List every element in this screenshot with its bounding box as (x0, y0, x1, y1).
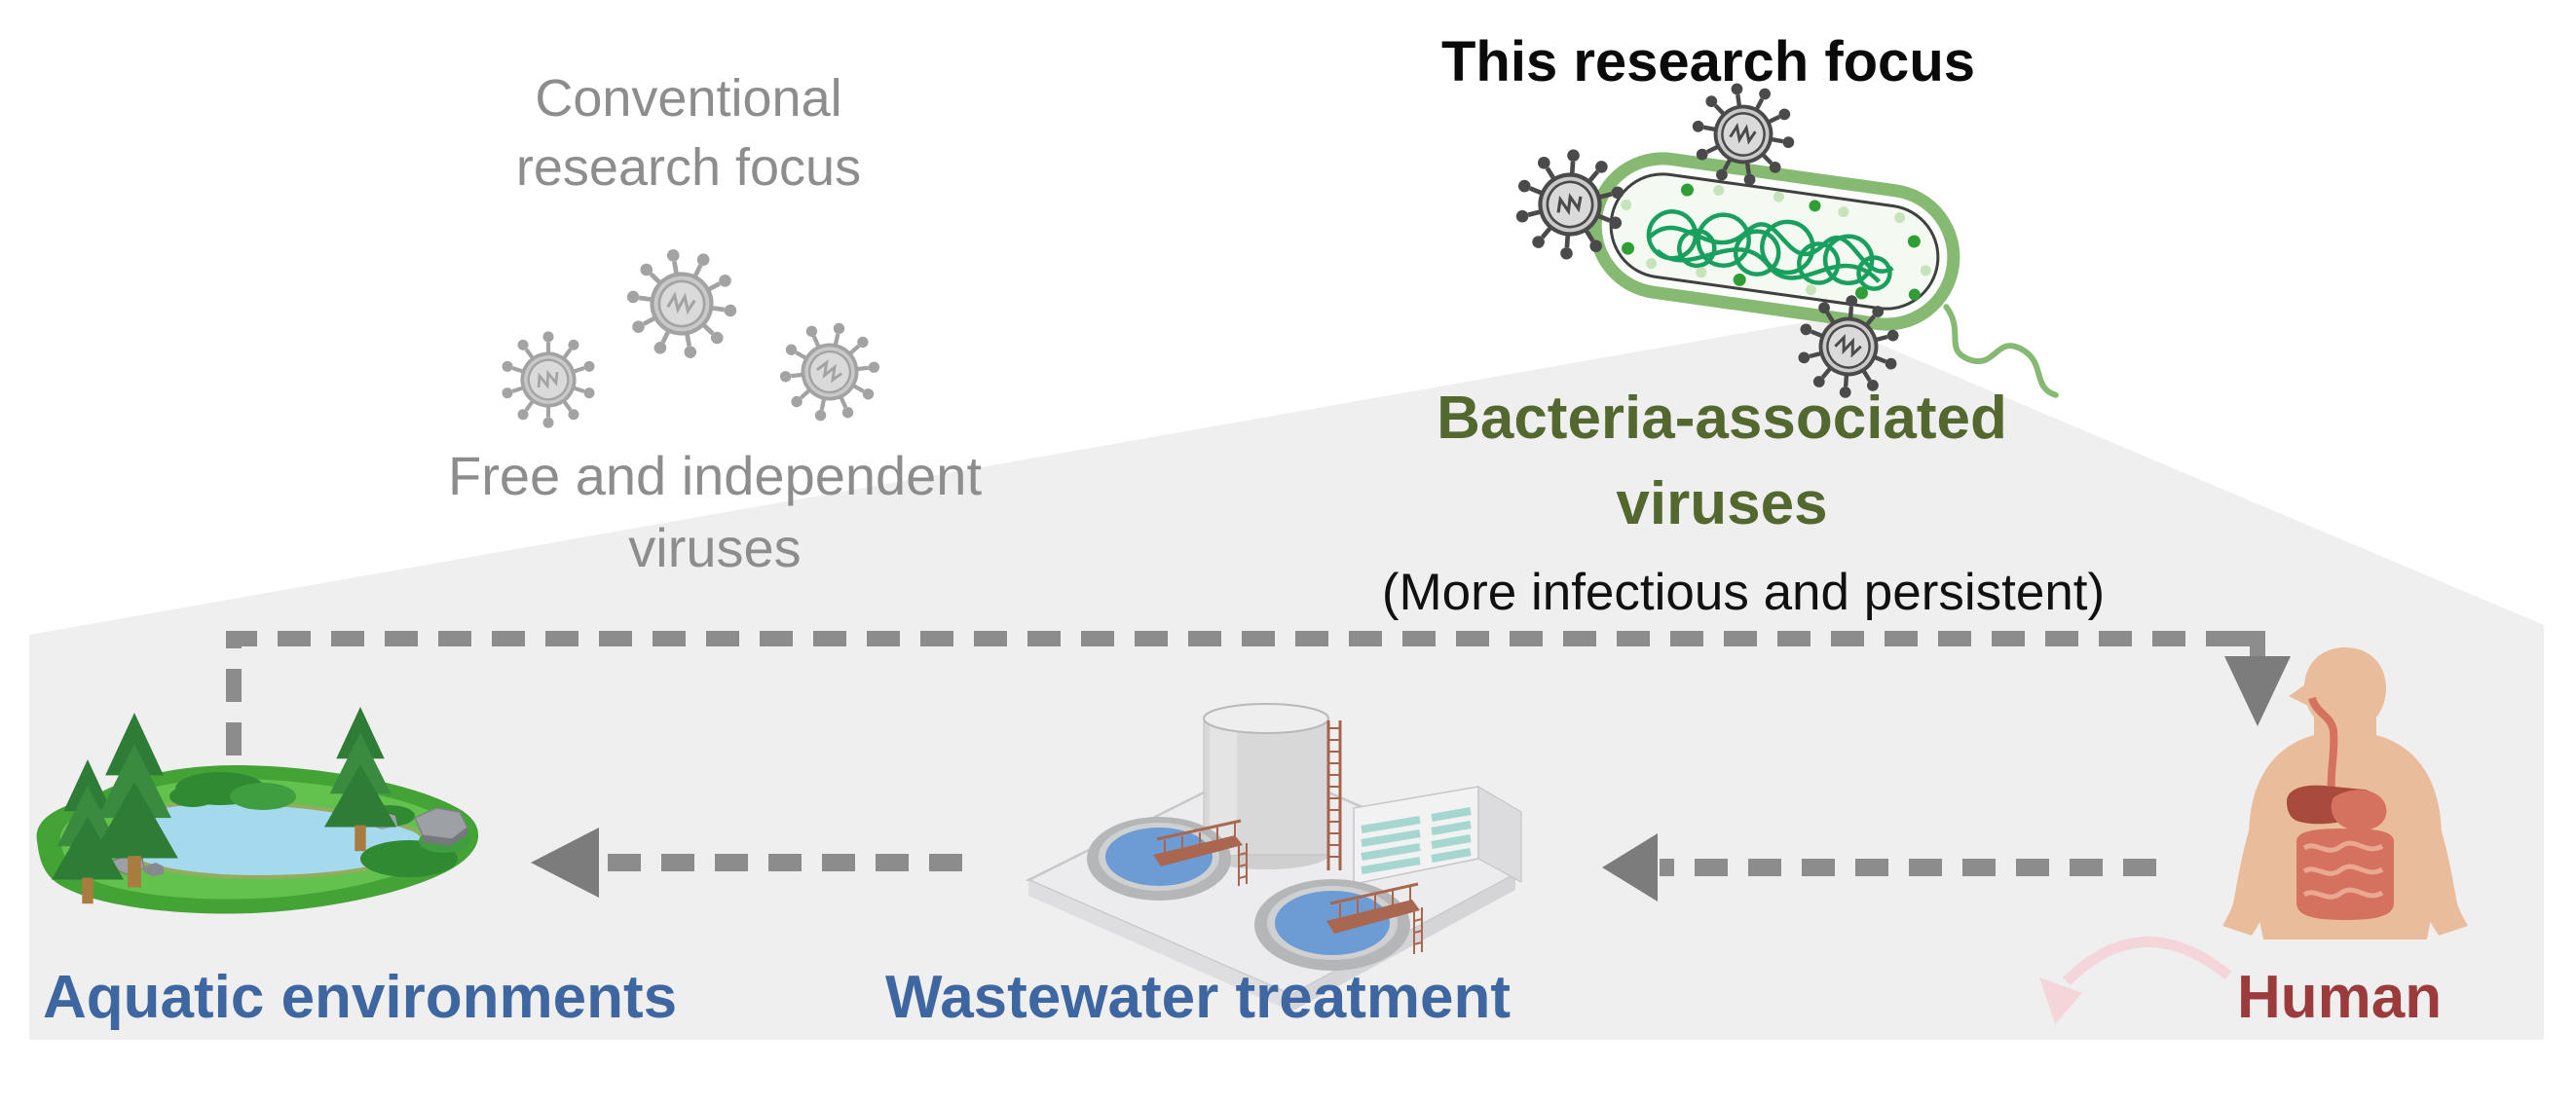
bacteria-note-label: (More infectious and persistent) (1381, 564, 2106, 621)
bacteria-associated-viruses-caption: Bacteria-associated viruses (1437, 385, 2007, 538)
clarifier-tank (1254, 879, 1423, 971)
this-research-focus-label: This research focus (1441, 30, 1975, 93)
ribosome-dots (1622, 183, 1921, 301)
plant-building (1352, 786, 1523, 885)
clarifier-tank (1087, 817, 1248, 901)
dashed-left-arrow (1602, 833, 2156, 902)
digestive-system (2287, 696, 2394, 920)
virus-particle-icon (619, 242, 744, 365)
virus-particle-icon (762, 305, 897, 440)
aquatic-environments-label: Aquatic environments (43, 964, 678, 1031)
ladder (1326, 720, 1342, 870)
free-viruses-caption: Free and independent viruses (448, 445, 982, 578)
human-body-icon (2222, 647, 2468, 939)
bacterium-cell-icon (1588, 152, 2059, 398)
dashed-route-arrow (226, 631, 2265, 755)
human-label: Human (2237, 964, 2443, 1031)
dashed-left-arrow (531, 828, 962, 898)
pond-icon (36, 707, 479, 914)
wastewater-plant-icon (1026, 703, 1523, 1012)
building-windows (1361, 807, 1472, 874)
flagellum (1943, 304, 2059, 398)
conventional-focus-label: Conventional research focus (515, 69, 862, 198)
pink-curved-arrow-icon (2039, 936, 2232, 1024)
virus-particle-icon (488, 319, 610, 440)
chromosome (1646, 209, 1894, 291)
wastewater-treatment-label: Wastewater treatment (884, 964, 1511, 1031)
arrowhead-down-icon (2224, 656, 2291, 726)
